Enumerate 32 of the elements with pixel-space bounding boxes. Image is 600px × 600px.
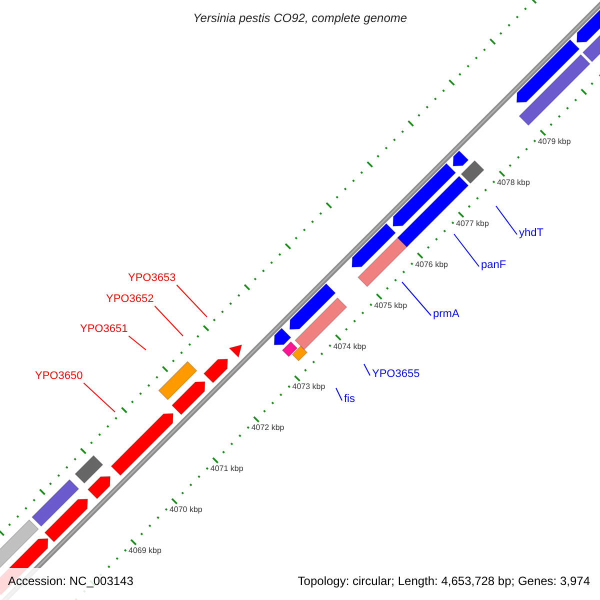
- gene-name-label: YPO3655: [372, 369, 420, 380]
- leader-line: [154, 306, 184, 336]
- tick-label: 4070 kbp: [169, 506, 202, 514]
- gene-name-label: YPO3651: [80, 324, 128, 335]
- tick-label: 4079 kbp: [538, 138, 571, 146]
- leader-line: [128, 336, 146, 350]
- accession-label: Accession: NC_003143: [8, 575, 134, 587]
- tick-label: 4078 kbp: [496, 178, 530, 187]
- leader-line: [83, 382, 116, 412]
- tick-label: 4071 kbp: [210, 465, 244, 474]
- tick-label: 4077 kbp: [456, 220, 489, 228]
- tick-label: 4074 kbp: [333, 342, 366, 350]
- gene-name-label: fis: [344, 394, 355, 405]
- gene-name-label: YPO3650: [35, 371, 83, 382]
- gene-name-label: yhdT: [519, 228, 544, 239]
- gene-name-label: prmA: [433, 309, 460, 320]
- gene-name-label: YPO3653: [128, 273, 176, 284]
- leader-line: [336, 388, 342, 401]
- leader-line: [176, 284, 208, 318]
- gene-name-label: panF: [481, 260, 506, 271]
- genome-stats-label: Topology: circular; Length: 4,653,728 bp; Genes: 3,974: [298, 575, 590, 587]
- leader-line: [454, 234, 480, 267]
- leader-line: [402, 282, 432, 316]
- tick-label: 4075 kbp: [374, 302, 408, 310]
- leader-line: [496, 206, 518, 235]
- map-title: Yersinia pestis CO92, complete genome: [192, 12, 408, 24]
- gene-name-label: YPO3652: [106, 294, 154, 305]
- tick-label: 4069 kbp: [128, 547, 162, 556]
- tick-label: 4073 kbp: [292, 383, 326, 392]
- tick-label: 4076 kbp: [415, 260, 448, 269]
- tick-label: 4072 kbp: [251, 424, 284, 432]
- leader-line: [364, 364, 370, 376]
